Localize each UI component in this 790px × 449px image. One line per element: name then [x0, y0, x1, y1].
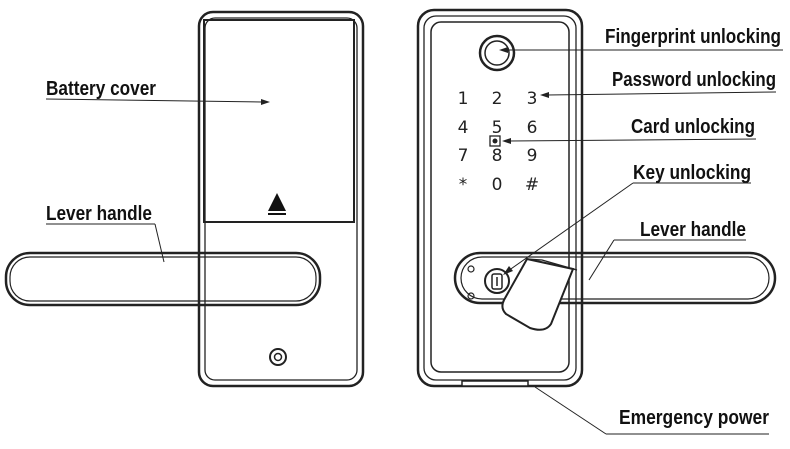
key-4: 4 — [458, 118, 469, 138]
front-view: 1 2 3 4 5 6 7 8 9 * 0 # — [416, 8, 777, 388]
back-view — [4, 10, 365, 388]
label-card-unlocking: Card unlocking — [631, 116, 755, 138]
label-fingerprint-unlocking: Fingerprint unlocking — [605, 26, 781, 48]
key-9: 9 — [527, 146, 538, 166]
back-keyhole-icon — [269, 348, 287, 366]
key-2: 2 — [492, 89, 503, 109]
fingerprint-sensor-icon — [478, 34, 516, 72]
leader-battery-cover — [45, 98, 263, 103]
leader-emergency-2 — [534, 386, 607, 435]
lever-handle-left — [4, 251, 322, 307]
card-icon — [489, 135, 501, 147]
label-lever-handle-left: Lever handle — [46, 203, 152, 225]
key-hash: # — [525, 175, 539, 195]
label-lever-handle-right: Lever handle — [640, 219, 746, 241]
front-body-outer — [416, 8, 584, 388]
leader-password — [546, 91, 777, 96]
leader-lever-right-2 — [588, 239, 615, 281]
arrowhead-fingerprint — [499, 47, 508, 53]
key-0: 0 — [492, 175, 503, 195]
key-cover-flap-edge — [526, 258, 578, 271]
battery-cover — [203, 19, 355, 223]
back-body-inner — [204, 17, 358, 381]
arrowhead-card — [502, 138, 511, 144]
key-8: 8 — [492, 146, 503, 166]
key-cover-flap — [501, 257, 575, 331]
label-password-unlocking: Password unlocking — [612, 69, 776, 91]
label-key-unlocking: Key unlocking — [633, 162, 751, 184]
label-emergency-power: Emergency power — [619, 407, 769, 429]
emergency-power-port — [461, 380, 529, 387]
label-battery-cover: Battery cover — [46, 78, 156, 100]
key-star: * — [459, 175, 468, 195]
arrowhead-key — [503, 266, 513, 275]
lever-handle-right-inner — [460, 256, 770, 300]
key-1: 1 — [458, 89, 469, 109]
front-body-inner — [423, 15, 577, 381]
lever-handle-left-inner — [9, 256, 317, 302]
key-5: 5 — [492, 118, 503, 138]
back-body-outer — [197, 10, 365, 388]
leader-key-2 — [507, 182, 634, 272]
key-3: 3 — [527, 89, 538, 109]
arrowhead-password — [540, 92, 549, 98]
screw-icon — [467, 292, 475, 300]
key-6: 6 — [527, 118, 538, 138]
arrowhead-battery-cover — [261, 99, 270, 105]
keypad: 1 2 3 4 5 6 7 8 9 * 0 # — [458, 89, 540, 195]
leader-card — [508, 138, 757, 142]
leader-lever-handle-left-2 — [154, 223, 165, 263]
front-panel — [430, 21, 570, 373]
lever-handle-right — [453, 251, 777, 305]
eject-triangle-icon — [268, 193, 286, 215]
screw-icon — [467, 265, 475, 273]
key-7: 7 — [458, 146, 469, 166]
